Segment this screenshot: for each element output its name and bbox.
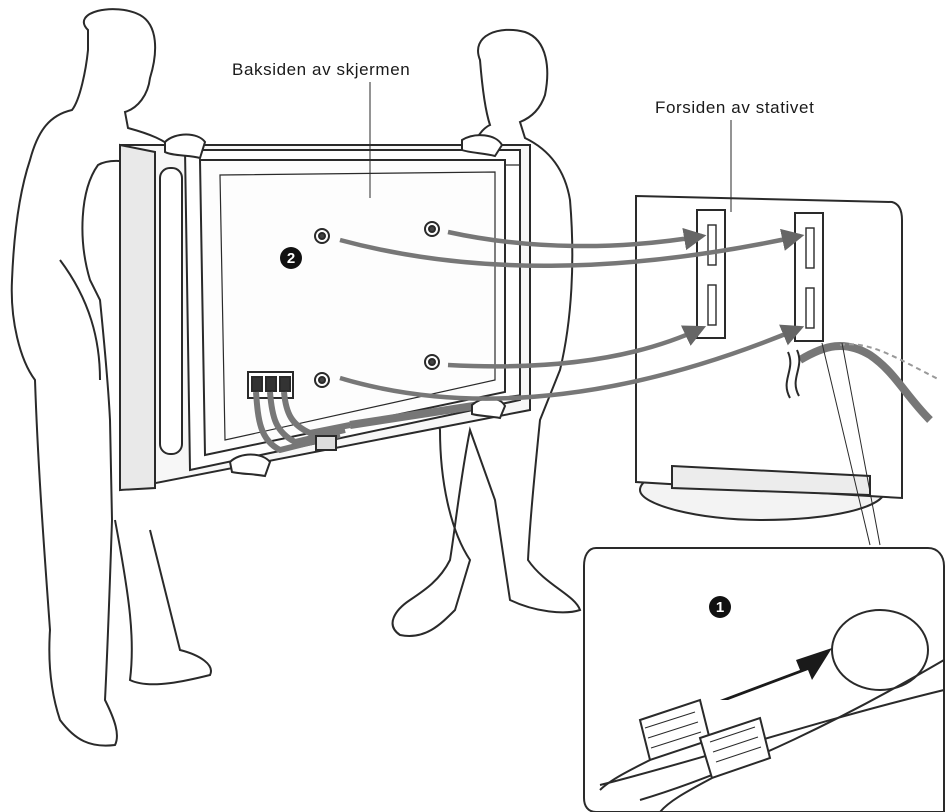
arrow-upper-left <box>339 228 805 268</box>
inset-detail <box>583 547 945 812</box>
arrow-lower-right <box>447 325 707 369</box>
cable-connector-icon <box>599 698 772 812</box>
stand-icon <box>635 194 941 522</box>
leader-lines <box>369 82 881 546</box>
arrow-lower-left <box>339 324 805 401</box>
step-1-badge: 1 <box>709 596 731 618</box>
display-back-label: Baksiden av skjermen <box>232 60 411 79</box>
mounting-arrows <box>339 227 805 401</box>
arrow-upper-right <box>447 227 707 251</box>
push-arrow-icon <box>720 648 832 700</box>
left-person-icon <box>10 8 212 747</box>
display-panel-icon <box>119 133 531 492</box>
stand-front-label: Forsiden av stativet <box>655 98 815 117</box>
step-2-badge: 2 <box>280 247 302 269</box>
